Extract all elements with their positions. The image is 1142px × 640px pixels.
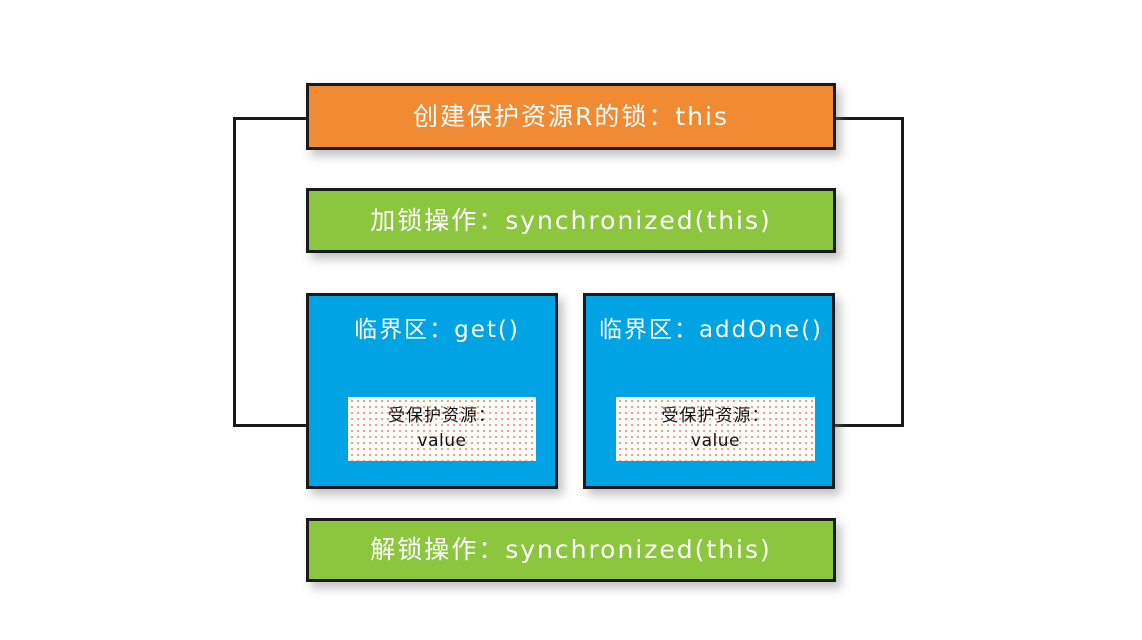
- release-lock-label: 解锁操作：synchronized(this): [370, 535, 772, 564]
- protected-resource-addone-value: value: [691, 431, 740, 451]
- critical-section-get-title: 临界区：get(): [354, 317, 520, 343]
- connector-left-top-segment: [233, 117, 309, 120]
- protected-resource-get-box: 受保护资源： value: [348, 397, 536, 461]
- lock-creation-label: 创建保护资源R的锁：this: [413, 101, 729, 131]
- connector-right-bottom-segment: [826, 424, 904, 427]
- critical-section-addone-title: 临界区：addOne(): [598, 317, 824, 343]
- lock-creation-box: 创建保护资源R的锁：this: [306, 83, 836, 150]
- connector-left-bottom-segment: [233, 424, 333, 427]
- acquire-lock-label: 加锁操作：synchronized(this): [370, 205, 772, 235]
- protected-resource-addone-label: 受保护资源：: [661, 406, 770, 427]
- critical-section-get-box: 临界区：get() 受保护资源： value: [306, 293, 558, 489]
- protected-resource-addone-box: 受保护资源： value: [616, 397, 815, 461]
- connector-right-top-segment: [833, 117, 904, 120]
- connector-right-vertical-segment: [901, 117, 904, 427]
- protected-resource-get-label: 受保护资源：: [388, 406, 496, 427]
- critical-section-addone-box: 临界区：addOne() 受保护资源： value: [583, 293, 835, 489]
- protected-resource-get-value: value: [417, 431, 467, 451]
- release-lock-box: 解锁操作：synchronized(this): [306, 518, 836, 582]
- connector-left-vertical-segment: [233, 117, 236, 427]
- acquire-lock-box: 加锁操作：synchronized(this): [306, 188, 836, 253]
